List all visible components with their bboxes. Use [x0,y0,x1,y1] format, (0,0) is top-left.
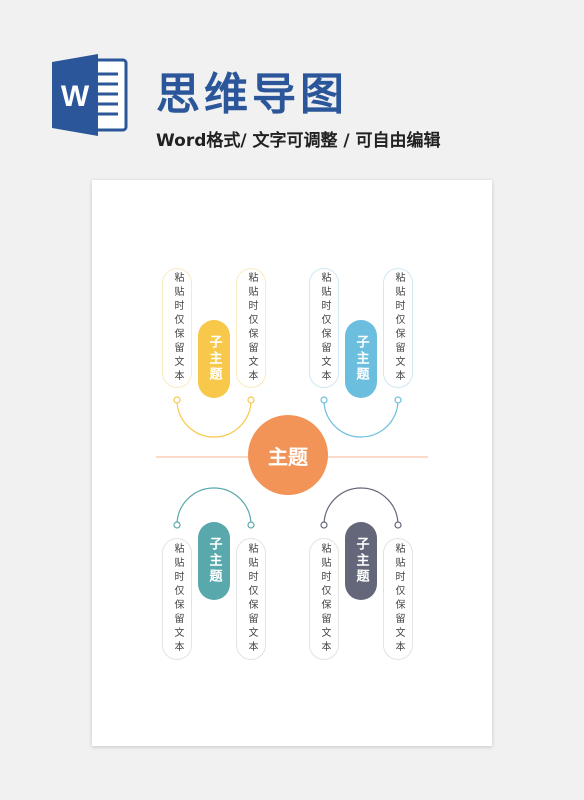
subtopic-node[interactable]: 子主题 [198,522,230,600]
subtopic-label: 子主题 [206,537,222,585]
page-subtitle: Word格式/ 文字可调整 / 可自由编辑 [156,131,441,151]
svg-text:W: W [61,80,90,113]
leaf-text-box[interactable]: 粘贴时仅保留文本 [162,268,192,388]
subtopic-label: 子主题 [206,335,222,383]
leaf-text-box[interactable]: 粘贴时仅保留文本 [162,538,192,660]
subtopic-node[interactable]: 子主题 [345,320,377,398]
leaf-text-box[interactable]: 粘贴时仅保留文本 [309,268,339,388]
leaf-text: 粘贴时仅保留文本 [172,272,183,384]
leaf-text: 粘贴时仅保留文本 [319,543,330,655]
central-topic-label: 主题 [268,444,308,469]
leaf-text-box[interactable]: 粘贴时仅保留文本 [309,538,339,660]
leaf-text-box[interactable]: 粘贴时仅保留文本 [236,538,266,660]
central-topic[interactable]: 主题 [248,415,328,495]
leaf-text: 粘贴时仅保留文本 [172,543,183,655]
word-logo-icon: W [52,54,128,136]
leaf-text-box[interactable]: 粘贴时仅保留文本 [383,538,413,660]
leaf-text: 粘贴时仅保留文本 [319,272,330,384]
subtopic-node[interactable]: 子主题 [345,522,377,600]
leaf-text: 粘贴时仅保留文本 [246,272,257,384]
leaf-text: 粘贴时仅保留文本 [393,272,404,384]
leaf-text-box[interactable]: 粘贴时仅保留文本 [383,268,413,388]
subtopic-label: 子主题 [353,537,369,585]
leaf-text: 粘贴时仅保留文本 [246,543,257,655]
leaf-text-box[interactable]: 粘贴时仅保留文本 [236,268,266,388]
page-title: 思维导图 [156,69,348,120]
leaf-text: 粘贴时仅保留文本 [393,543,404,655]
subtopic-label: 子主题 [353,335,369,383]
subtopic-node[interactable]: 子主题 [198,320,230,398]
